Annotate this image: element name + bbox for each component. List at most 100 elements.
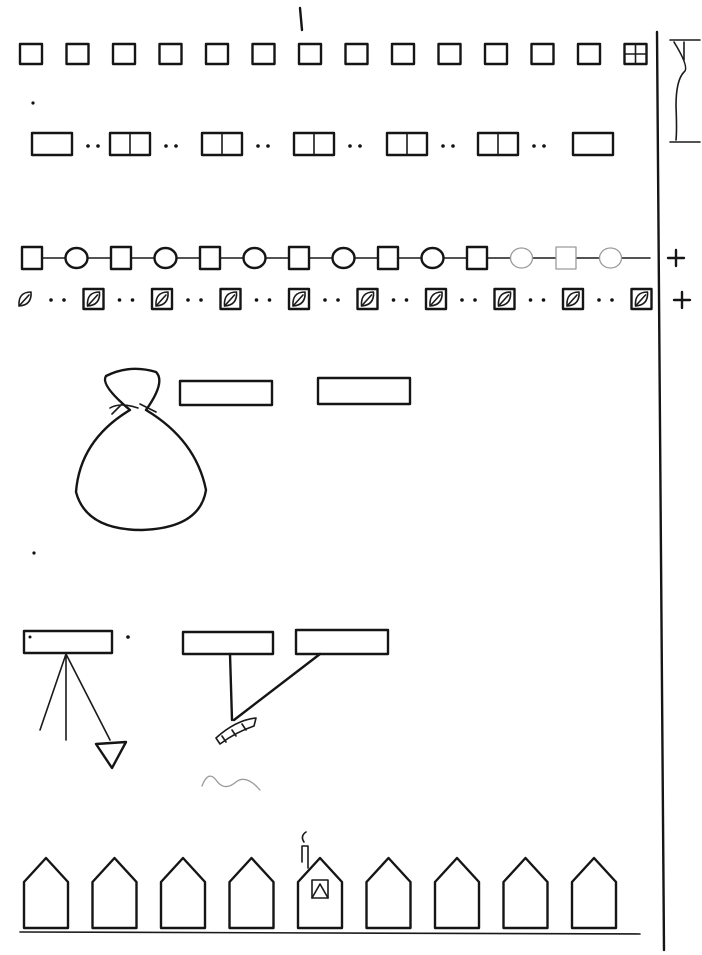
separator-dot [266, 144, 270, 148]
separator-dot [131, 298, 135, 302]
answer-box-1 [180, 381, 272, 405]
separator-dot [610, 298, 614, 302]
circle-shape [600, 248, 622, 268]
square-shape [532, 44, 554, 64]
leaf-icon [87, 292, 99, 306]
separator-dot [96, 144, 100, 148]
leaf-icon [567, 292, 579, 306]
separator-dot [336, 298, 340, 302]
separator-dot [392, 298, 396, 302]
leaf-icon [19, 292, 31, 306]
separator-dot [542, 298, 546, 302]
circle-shape [511, 248, 533, 268]
separator-dot [451, 144, 455, 148]
separator-dot [186, 298, 190, 302]
arrow-head-icon [96, 742, 126, 768]
leaf-icon [361, 292, 373, 306]
plus-icon [668, 250, 684, 266]
square-shape [111, 247, 131, 269]
separator-dot [532, 144, 536, 148]
square-shape [289, 247, 309, 269]
square-shape [67, 44, 89, 64]
sack-drawing [76, 369, 206, 530]
top-tick-mark [300, 8, 302, 30]
house-shape [367, 858, 411, 928]
separator-dot [542, 144, 546, 148]
rope-diagram [183, 630, 388, 790]
stray-dot [32, 551, 35, 554]
separator-dot [256, 144, 260, 148]
square-shape [22, 247, 42, 269]
rectangle-shape [573, 133, 613, 155]
rope-box-2 [296, 630, 388, 654]
square-shape [378, 247, 398, 269]
leaf-icon [430, 292, 442, 306]
stray-dot [31, 101, 34, 104]
ground-line [20, 932, 640, 934]
paired-rectangle-sequence-row [32, 133, 613, 155]
house-shape [504, 858, 548, 928]
circle-shape [333, 248, 355, 268]
square-shape [346, 44, 368, 64]
separator-dot [348, 144, 352, 148]
house-shape [572, 858, 616, 928]
separator-dot [49, 298, 53, 302]
separator-dot [118, 298, 122, 302]
arrow-source-box [24, 631, 112, 653]
hourglass-icon [670, 40, 700, 142]
square-shape [439, 44, 461, 64]
square-shape [206, 44, 228, 64]
separator-dot [597, 298, 601, 302]
circle-shape [155, 248, 177, 268]
square-shape [392, 44, 414, 64]
rectangle-shape [32, 133, 72, 155]
separator-dot [460, 298, 464, 302]
leaf-icon [156, 292, 168, 306]
square-mark [625, 44, 647, 64]
house-shape [298, 858, 342, 928]
square-sequence-row [20, 44, 647, 64]
separator-dot [164, 144, 168, 148]
separator-dot [473, 298, 477, 302]
square-shape [467, 247, 487, 269]
square-shape [160, 44, 182, 64]
circle-shape [244, 248, 266, 268]
separator-dot [405, 298, 409, 302]
house-shape [93, 858, 137, 928]
square-shape [556, 247, 576, 269]
smoke-icon [302, 832, 306, 842]
plus-icon [674, 292, 690, 308]
square-shape [253, 44, 275, 64]
house-shape [435, 858, 479, 928]
square-shape [200, 247, 220, 269]
separator-dot [174, 144, 178, 148]
leaf-icon [635, 292, 647, 306]
square-shape [485, 44, 507, 64]
leaf-icon [293, 292, 305, 306]
separator-dot [268, 298, 272, 302]
separator-dot [255, 298, 259, 302]
separator-dot [441, 144, 445, 148]
square-circle-alternating-row [22, 247, 684, 269]
separator-dot [358, 144, 362, 148]
house-shape [230, 858, 274, 928]
separator-dot [323, 298, 327, 302]
leaf-icon [224, 292, 236, 306]
square-shape [299, 44, 321, 64]
leaf-icon [498, 292, 510, 306]
house-shape [161, 858, 205, 928]
house-curtain [312, 884, 328, 898]
leaf-in-square-row [19, 289, 690, 309]
square-shape [20, 44, 42, 64]
chimney-icon [302, 846, 308, 868]
rope-box-1 [183, 632, 273, 654]
circle-shape [66, 248, 88, 268]
separator-dot [86, 144, 90, 148]
answer-box-2 [318, 378, 410, 404]
separator-dot [529, 298, 533, 302]
separator-dot [62, 298, 66, 302]
arrow-diagram [24, 631, 130, 768]
separator-dot [199, 298, 203, 302]
